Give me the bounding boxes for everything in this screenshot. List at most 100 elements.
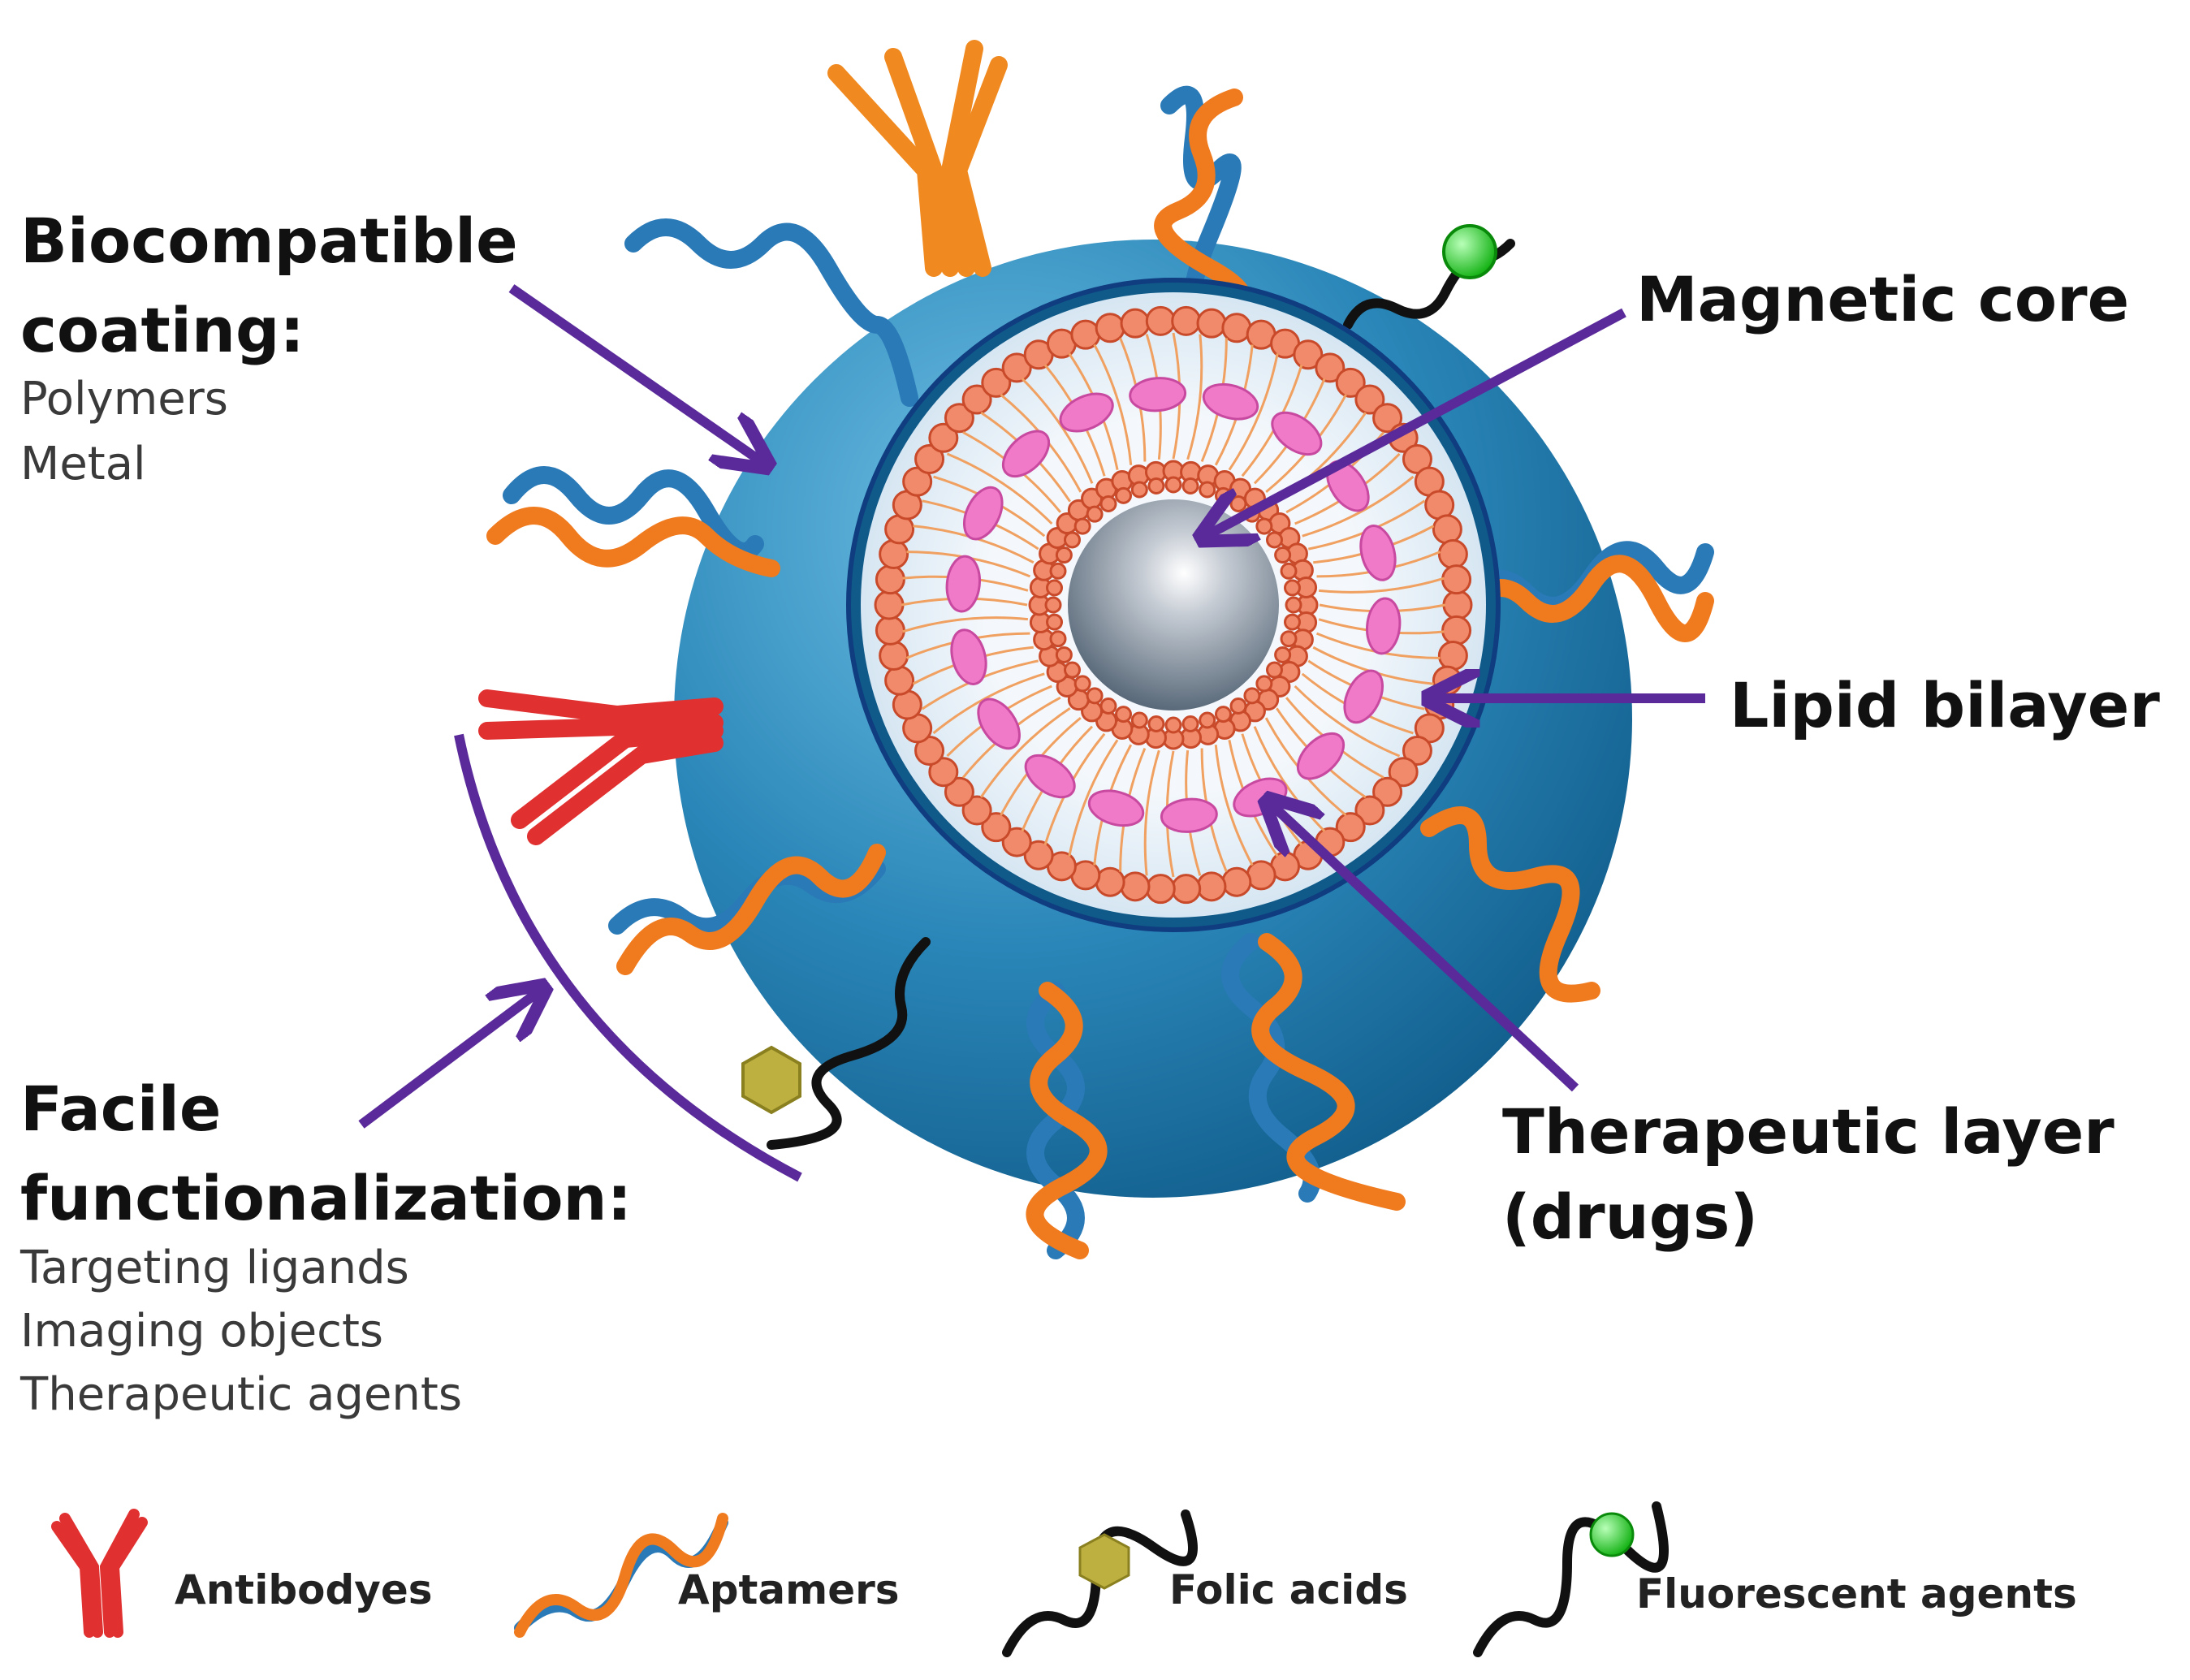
lipid-head	[1441, 564, 1472, 595]
lipid-head	[1274, 646, 1292, 663]
drug-molecule	[1087, 789, 1145, 827]
lipid-head	[981, 367, 1012, 398]
aptamer-bottom-1	[1026, 982, 1108, 1259]
surface-ligands	[478, 40, 1714, 1259]
lipid-head	[1266, 661, 1284, 679]
lipid-head	[879, 539, 909, 570]
lipid-head	[1255, 517, 1273, 535]
aptamer-left	[486, 466, 780, 577]
lipid-head	[875, 564, 905, 595]
lipid-tail	[1214, 745, 1254, 866]
lipid-tail	[1302, 475, 1415, 538]
lipid-head	[1437, 539, 1468, 570]
lipid-head	[1055, 546, 1073, 564]
aptamer-right-lower	[1420, 806, 1600, 1003]
lipid-head	[1095, 866, 1125, 897]
lipid-head	[1283, 579, 1301, 597]
drug-molecule	[1366, 597, 1402, 655]
lipid-head	[1402, 736, 1432, 767]
lipid-head	[1164, 476, 1182, 494]
lipid-head	[1115, 706, 1133, 723]
biocompatible-title-1: Biocompatible	[20, 205, 518, 277]
drug-molecule	[977, 697, 1021, 750]
legend-item-folic-acids: Folic acids	[1002, 1509, 1408, 1657]
aptamer-bottom-2	[1221, 933, 1406, 1211]
lipid-head	[944, 776, 974, 807]
drug-molecule	[1271, 411, 1323, 456]
lipid-tail	[1068, 739, 1119, 857]
lipid-head	[1266, 531, 1284, 549]
legend-item-aptamers: Aptamers	[514, 1513, 900, 1638]
lipid-head	[1147, 715, 1165, 732]
lipid-head	[1354, 384, 1385, 415]
fluorescent-agent-icon	[1473, 1501, 1669, 1657]
lipid-head	[1086, 505, 1104, 523]
magnetic-core	[1068, 499, 1279, 710]
lipid-head	[1001, 827, 1032, 857]
drug-molecule	[1202, 382, 1259, 421]
lipid-head	[1280, 562, 1298, 580]
drug-molecule	[962, 486, 1004, 541]
drug-molecule	[1059, 392, 1114, 433]
svg-text:Folic acids: Folic acids	[1169, 1566, 1408, 1613]
lipid-head	[1199, 711, 1216, 729]
annotation-arrows	[358, 284, 1705, 1182]
drug-molecule	[1160, 797, 1218, 833]
lipid-head	[1441, 615, 1472, 646]
lipid-head	[1283, 613, 1301, 631]
legend-item-antibodies: Antibodyes	[51, 1509, 433, 1638]
arrow-magnetic-core	[1206, 308, 1626, 536]
lipid-tail	[932, 672, 1045, 735]
drug-molecule	[1343, 669, 1384, 724]
lipid-head	[1120, 871, 1151, 902]
svg-text:Fluorescent agents: Fluorescent agents	[1636, 1570, 2077, 1617]
facile-bracket	[454, 733, 802, 1182]
lipid-head	[1044, 596, 1062, 614]
drug-molecule	[1359, 525, 1397, 581]
antibody-top	[827, 40, 1008, 277]
lipid-head	[1046, 579, 1064, 597]
lipid-tail	[946, 452, 1053, 525]
folic-acid-icon	[1002, 1509, 1198, 1657]
aptamer-icon	[514, 1513, 728, 1638]
lipid-head	[1164, 716, 1182, 734]
lipid-head	[1046, 613, 1064, 631]
lipid-head	[1147, 477, 1165, 495]
lipid-head	[1437, 640, 1468, 671]
lipid-head	[1063, 661, 1081, 679]
lipid-tail	[1294, 685, 1401, 758]
lipid-tail	[1186, 334, 1203, 460]
lipid-head	[1335, 812, 1366, 843]
aptamer-right	[1453, 541, 1714, 642]
lipid-tail	[1093, 343, 1133, 465]
lipid-head	[1199, 481, 1216, 499]
lipid-head	[1099, 697, 1117, 715]
drug-molecule	[950, 628, 987, 685]
lipid-head	[928, 422, 959, 453]
lipid-tail	[1318, 577, 1445, 594]
lipid-head	[1055, 646, 1073, 663]
arrow-therapeutic-layer	[1271, 804, 1579, 1092]
drug-molecule	[1024, 754, 1076, 799]
lipid-head	[1372, 403, 1403, 434]
lipid-head	[879, 640, 909, 671]
lipid-head	[1095, 313, 1125, 343]
lipid-head	[1073, 675, 1091, 693]
lipid-head	[1086, 687, 1104, 705]
aptamer-blue-strand	[624, 218, 918, 407]
arrow-biocompatible	[508, 284, 763, 463]
lipid-head	[1171, 874, 1202, 905]
lipid-head	[1354, 795, 1385, 826]
lipid-head	[1023, 840, 1054, 870]
lipid-head	[1130, 481, 1148, 499]
lipid-head	[1214, 486, 1232, 504]
therapeutic-layer-label-2: (drugs)	[1502, 1181, 1758, 1253]
facile-item-1: Targeting ligands	[19, 1242, 409, 1294]
lipid-head	[1181, 477, 1199, 495]
lipid-bilayer-label: Lipid bilayer	[1730, 669, 2160, 741]
lipid-head	[1196, 308, 1227, 339]
lipid-head	[1196, 871, 1227, 902]
svg-text:Aptamers: Aptamers	[678, 1566, 900, 1613]
